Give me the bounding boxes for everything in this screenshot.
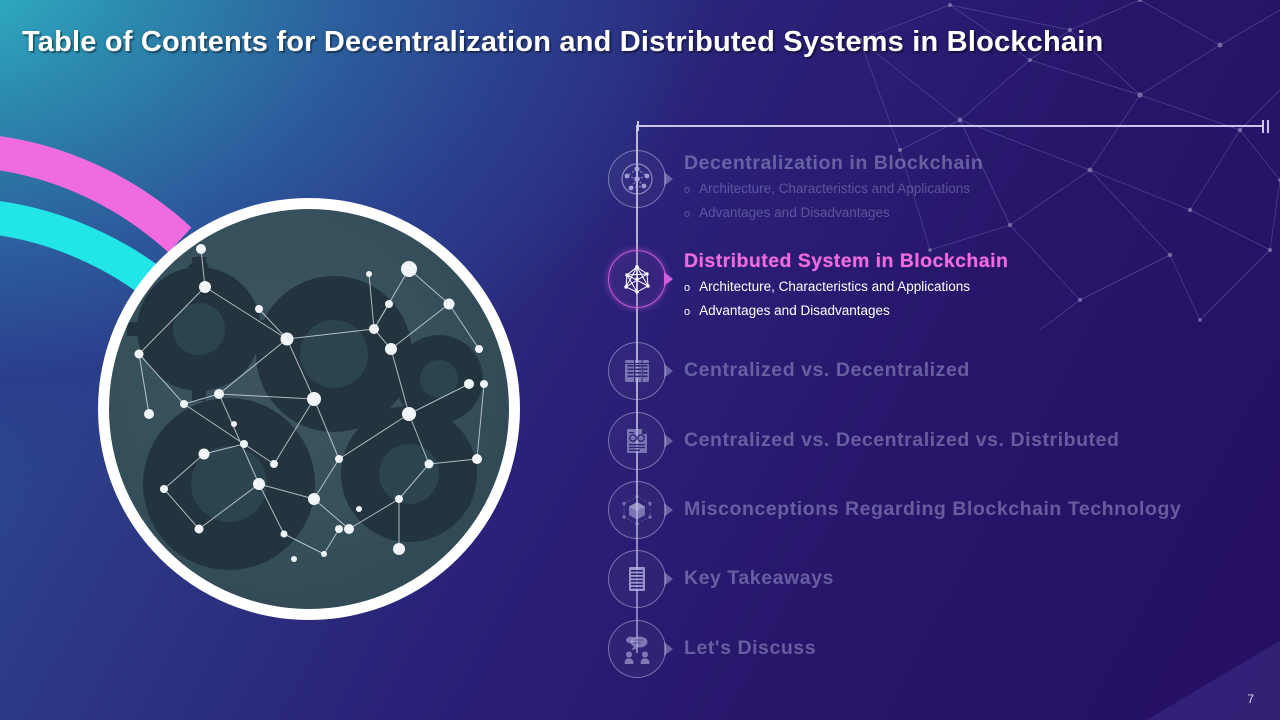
toc-pointer (664, 642, 673, 656)
bullet-marker: o (684, 282, 691, 295)
toc-subitem-label: Advantages and Disadvantages (699, 205, 890, 221)
comparison-table-icon (608, 342, 666, 400)
toc-item-title[interactable]: Distributed System in Blockchain (684, 250, 1009, 272)
toc-sublist: o Architecture, Characteristics and Appl… (684, 177, 983, 225)
toc-subitem[interactable]: o Advantages and Disadvantages (684, 299, 1008, 323)
toc-endcap-ticks (1260, 120, 1272, 133)
toc-item-title[interactable]: Centralized vs. Decentralized vs. Distri… (684, 429, 1120, 451)
hero-inner (109, 209, 509, 609)
network-gears-graphic (127, 244, 488, 570)
toc-subitem-label: Architecture, Characteristics and Applic… (699, 181, 971, 197)
toc-timeline: Decentralization in Blockchain o Archite… (600, 120, 1280, 680)
toc-pointer (664, 503, 673, 517)
toc-item-texts: Distributed System in Blockchain o Archi… (684, 250, 1008, 323)
bullet-marker: o (684, 184, 691, 197)
toc-pointer-active (664, 272, 673, 286)
toc-item-texts: Decentralization in Blockchain o Archite… (684, 152, 983, 225)
toc-pointer (664, 364, 673, 378)
discussion-people-icon (608, 620, 666, 678)
distributed-mesh-icon (608, 250, 666, 308)
toc-item-title[interactable]: Centralized vs. Decentralized (684, 359, 970, 381)
toc-pointer (664, 434, 673, 448)
network-nodes-icon (608, 150, 666, 208)
toc-subitem[interactable]: o Advantages and Disadvantages (684, 201, 983, 225)
toc-sublist: o Architecture, Characteristics and Appl… (684, 275, 1008, 323)
cube-block-icon (608, 481, 666, 539)
toc-item-title[interactable]: Misconceptions Regarding Blockchain Tech… (684, 498, 1182, 520)
toc-item-texts: Let's Discuss (684, 637, 816, 659)
toc-item-texts: Key Takeaways (684, 567, 834, 589)
toc-item-texts: Misconceptions Regarding Blockchain Tech… (684, 498, 1181, 520)
hero-circle-image (98, 198, 520, 620)
toc-subitem-label: Advantages and Disadvantages (699, 303, 890, 319)
toc-pointer (664, 572, 673, 586)
toc-pointer (664, 172, 673, 186)
toc-item-title[interactable]: Decentralization in Blockchain (684, 152, 984, 174)
report-document-icon (608, 412, 666, 470)
toc-top-line (637, 120, 1269, 133)
toc-item-texts: Centralized vs. Decentralized (684, 359, 970, 381)
toc-item-texts: Centralized vs. Decentralized vs. Distri… (684, 429, 1119, 451)
page-number: 7 (1247, 692, 1254, 706)
toc-item-title[interactable]: Let's Discuss (684, 637, 817, 659)
toc-item-title[interactable]: Key Takeaways (684, 567, 834, 589)
toc-subitem[interactable]: o Architecture, Characteristics and Appl… (684, 177, 983, 201)
toc-subitem-label: Architecture, Characteristics and Applic… (699, 279, 971, 295)
bullet-marker: o (684, 208, 691, 221)
toc-subitem[interactable]: o Architecture, Characteristics and Appl… (684, 275, 1008, 299)
page-title: Table of Contents for Decentralization a… (22, 26, 1104, 58)
document-lines-icon (608, 550, 666, 608)
bullet-marker: o (684, 306, 691, 319)
